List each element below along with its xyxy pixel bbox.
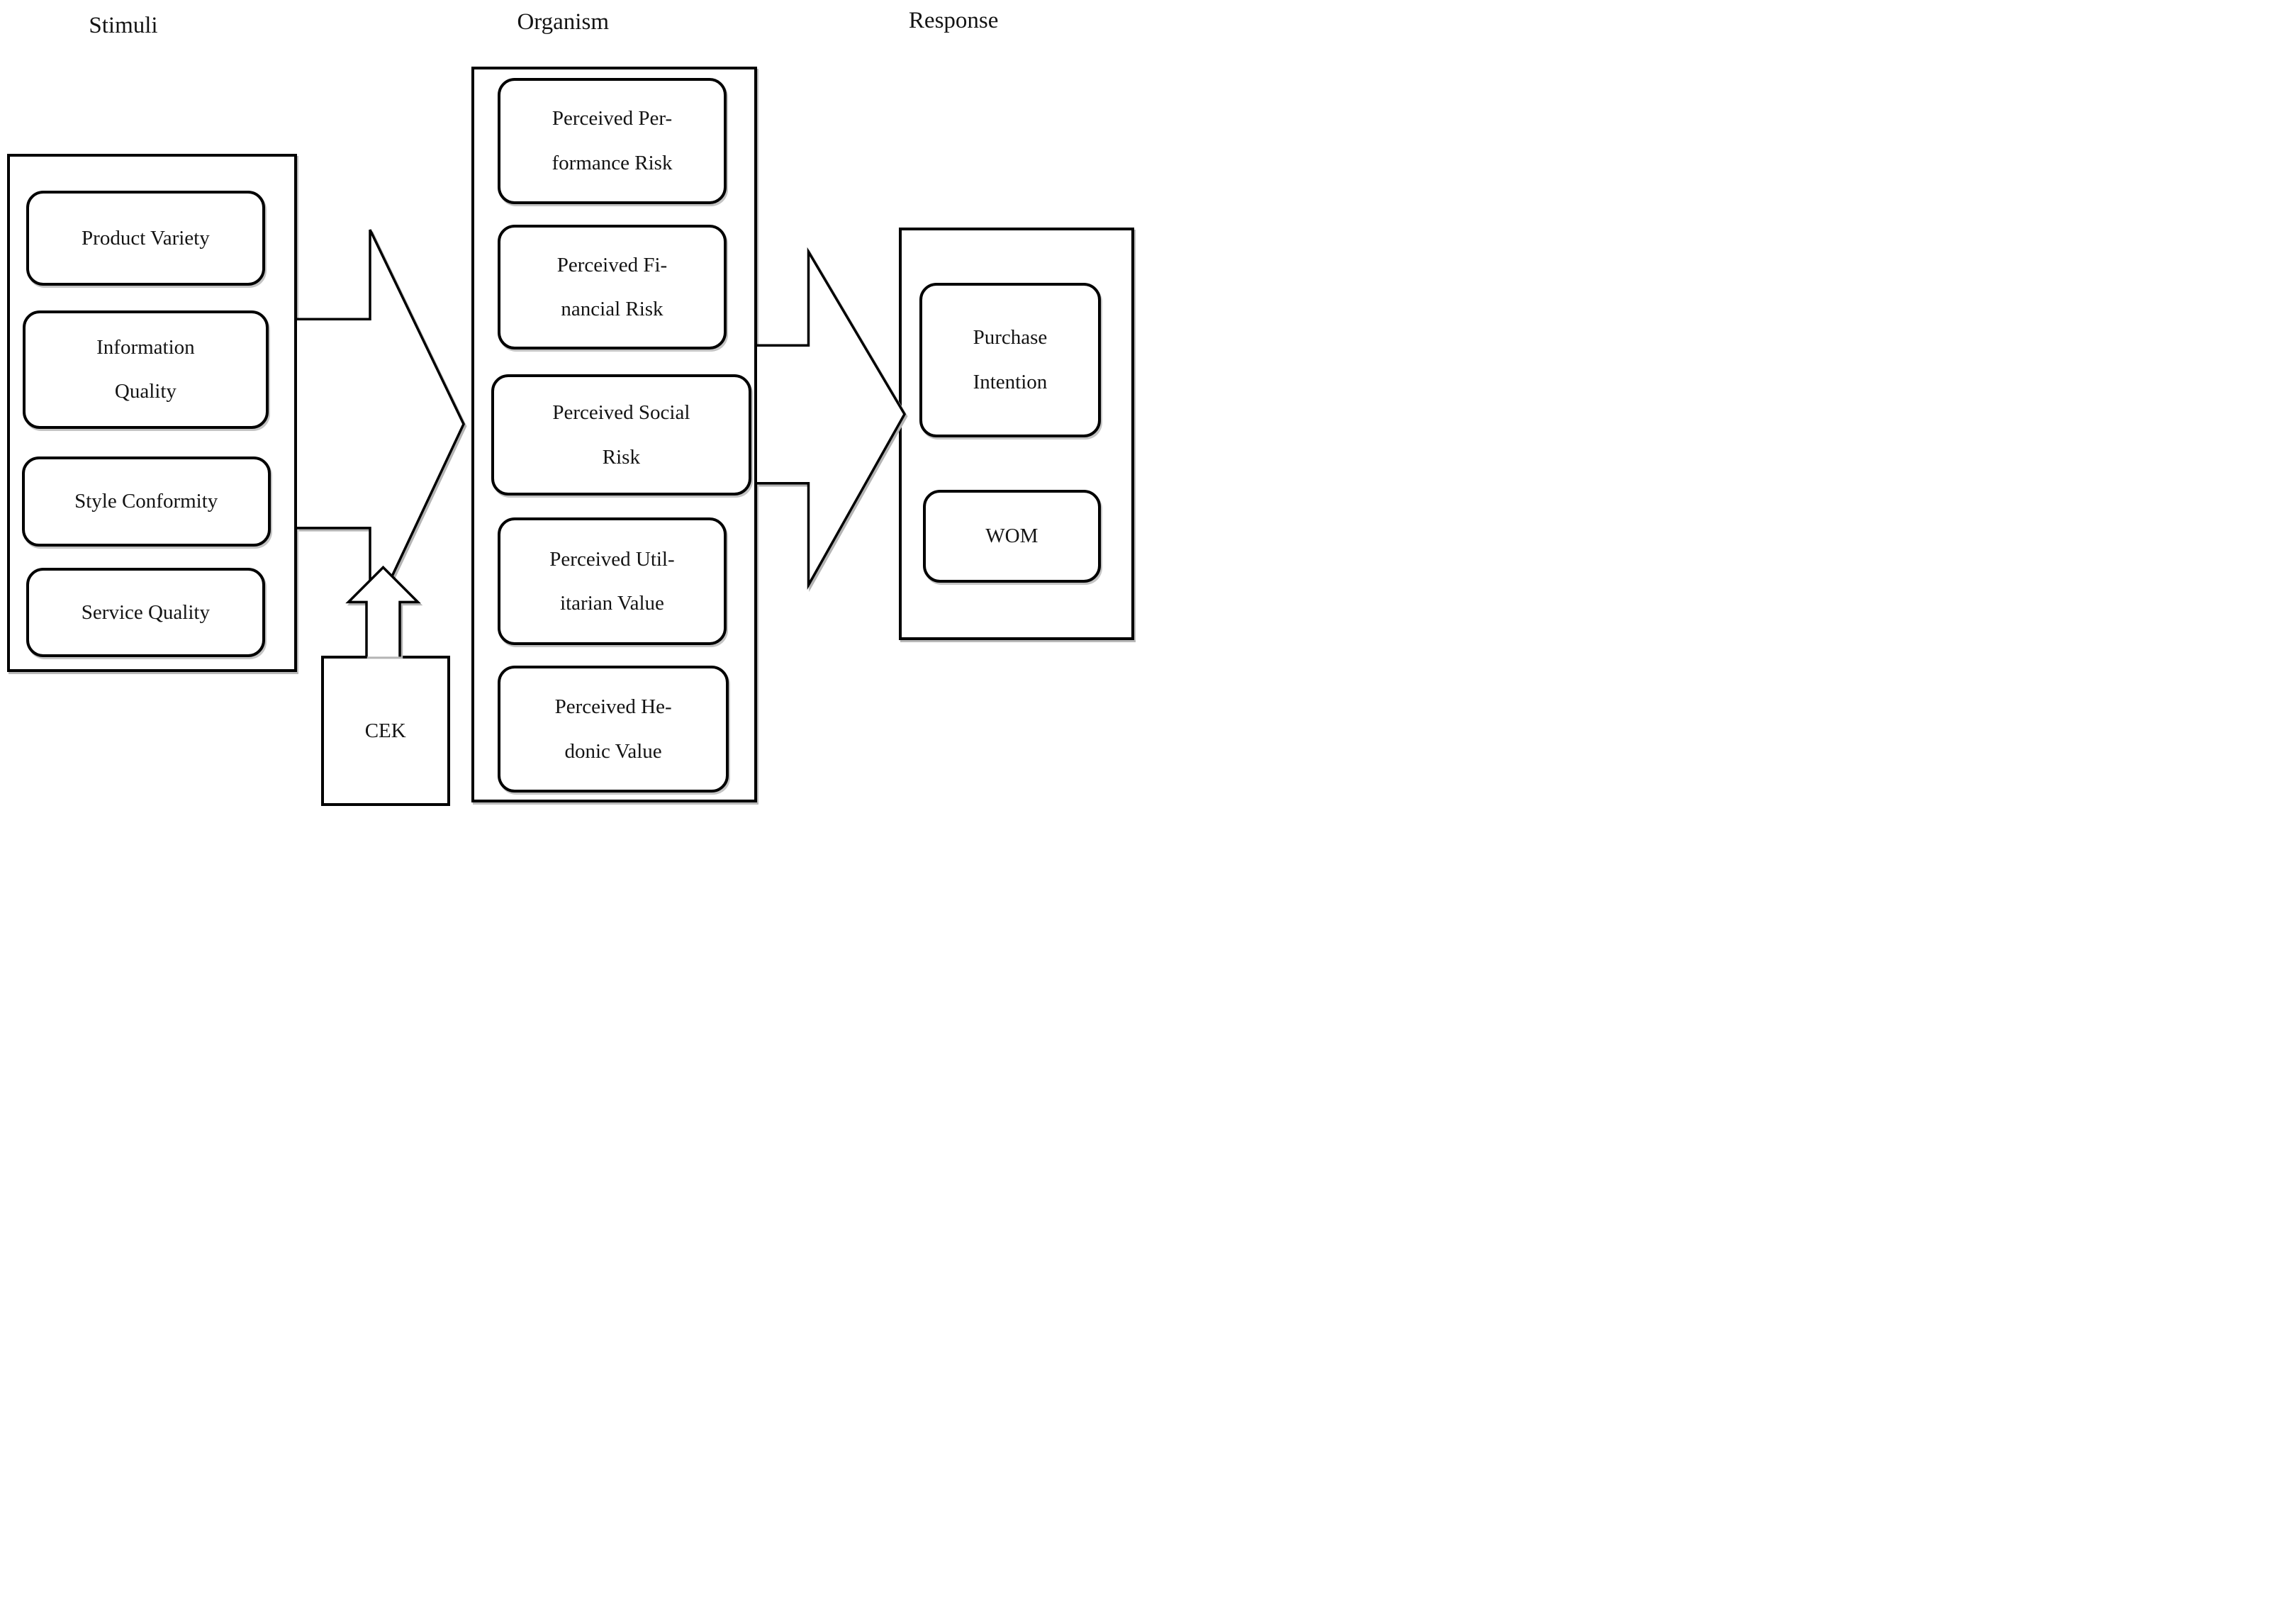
box-perceived-performance-risk: Perceived Per- formance Risk: [498, 78, 727, 204]
label-line: nancial Risk: [561, 298, 664, 321]
label-line: Quality: [114, 380, 177, 403]
label-line: formance Risk: [552, 151, 673, 174]
label-line: Perceived Fi-: [556, 253, 668, 276]
block-arrow-cek-up-icon: [345, 565, 421, 657]
box-perceived-hedonic-value-label: Perceived He- donic Value: [555, 685, 672, 773]
box-perceived-utilitarian-value: Perceived Util- itarian Value: [498, 517, 727, 645]
box-perceived-financial-risk-label: Perceived Fi- nancial Risk: [557, 243, 667, 332]
label-line: Intention: [973, 370, 1048, 393]
box-wom-label: WOM: [985, 514, 1038, 558]
box-information-quality-label: Information Quality: [96, 325, 195, 414]
box-perceived-social-risk: Perceived Social Risk: [491, 374, 752, 496]
label-line: Product Variety: [82, 227, 210, 250]
box-perceived-performance-risk-label: Perceived Per- formance Risk: [552, 96, 673, 185]
block-arrow-stimuli-to-organism-icon: [297, 229, 465, 624]
box-product-variety-label: Product Variety: [82, 216, 210, 260]
box-service-quality-label: Service Quality: [82, 590, 210, 634]
label-line: Perceived Util-: [549, 547, 675, 571]
box-perceived-utilitarian-value-label: Perceived Util- itarian Value: [549, 537, 674, 626]
box-service-quality: Service Quality: [26, 568, 265, 658]
label-line: Service Quality: [81, 600, 210, 624]
response-column-header: Response: [908, 8, 999, 34]
box-information-quality: Information Quality: [23, 310, 269, 430]
label-line: itarian Value: [560, 591, 664, 615]
box-purchase-intention-label: Purchase Intention: [973, 315, 1048, 404]
block-arrow-organism-to-response-icon: [757, 247, 907, 590]
label-line: WOM: [985, 525, 1039, 548]
stimuli-column-header: Stimuli: [89, 13, 158, 39]
box-perceived-social-risk-label: Perceived Social Risk: [552, 391, 690, 479]
cek-label: CEK: [364, 719, 406, 742]
box-perceived-financial-risk: Perceived Fi- nancial Risk: [498, 225, 727, 349]
label-line: Information: [96, 336, 195, 359]
box-style-conformity: Style Conformity: [21, 457, 271, 547]
box-wom: WOM: [922, 490, 1101, 583]
sor-framework-diagram: Stimuli Organism Response CEK Product Va…: [0, 0, 1142, 812]
box-purchase-intention: Purchase Intention: [919, 282, 1101, 437]
label-line: Purchase: [973, 326, 1048, 349]
label-line: Risk: [602, 445, 640, 469]
label-line: Perceived He-: [554, 695, 672, 719]
label-line: donic Value: [564, 739, 662, 763]
organism-column-header: Organism: [517, 9, 609, 35]
label-line: Style Conformity: [74, 490, 218, 513]
label-line: Perceived Social: [552, 401, 690, 425]
box-product-variety: Product Variety: [26, 191, 265, 286]
label-line: Perceived Per-: [552, 107, 673, 130]
box-perceived-hedonic-value: Perceived He- donic Value: [498, 665, 729, 793]
cek-moderator-box: CEK: [320, 655, 450, 806]
box-style-conformity-label: Style Conformity: [74, 479, 218, 523]
